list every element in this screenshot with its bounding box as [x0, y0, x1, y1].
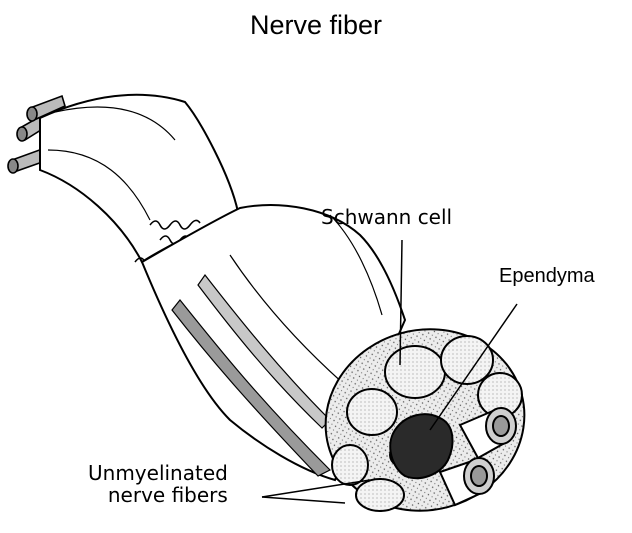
- schwann-cell-label: Schwann cell: [321, 205, 452, 229]
- unmyelinated-leader-1: [262, 480, 370, 497]
- unmyelinated-fibers-label: Unmyelinated nerve fibers: [88, 462, 228, 506]
- unmyelinated-leader-2: [262, 497, 345, 503]
- unmyelinated-label-line2: nerve fibers: [88, 484, 228, 506]
- ependyma-label: Ependyma: [499, 265, 595, 288]
- schwann-compartment: [385, 346, 445, 398]
- unmyelinated-label-line1: Unmyelinated: [88, 462, 228, 484]
